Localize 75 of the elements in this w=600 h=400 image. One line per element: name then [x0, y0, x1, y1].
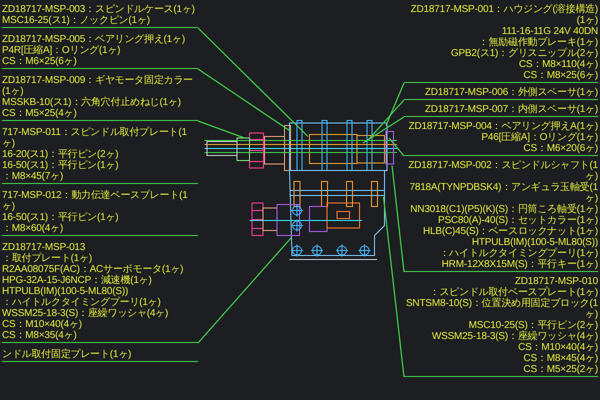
part-spec-text: CS：M6×25(6ヶ) [2, 56, 78, 67]
part-spec-text: ZD18717-MSP-003：スピンドルケース(1ヶ) [2, 4, 196, 15]
part-spec-text: ンドル取付固定プレート(1ヶ) [2, 349, 132, 360]
part-spec-text: 7818A(TYNPDBSK4)：アンギュラ玉軸受(1ヶ) [408, 182, 598, 204]
leader-line [382, 196, 405, 378]
part-spec-text: PSC80(A)-40(S)：セットカラー(1ヶ) [436, 215, 598, 226]
part-spec-text: CS：M5×25(2ヶ) [522, 364, 598, 375]
callout-block [2, 190, 198, 236]
part-spec-text: HPG-32A-15-J6NCP：減速機(1ヶ) [2, 275, 153, 286]
callout-block [404, 87, 598, 100]
leader-line [388, 138, 404, 156]
part-spec-text: CS：M8×35(4ヶ) [2, 330, 78, 341]
callout-block [404, 160, 598, 272]
part-spec-text: ZD18717-MSP-005：ベアリング押え(1ヶ) [2, 34, 186, 45]
part-spec-text: MSC10-25(S)：平行ピン(2ヶ) [468, 320, 598, 331]
part-spec-text: P4R[圧縮A]：Oリング(1ヶ) [2, 45, 122, 56]
part-spec-text: ZD18717-MSP-002：スピンドルシャフト(1ヶ) [407, 160, 598, 182]
part-spec-text: HTPULB(IM)(100-5-ML80(S)) [470, 237, 598, 248]
callout-block [404, 121, 598, 156]
part-spec-text: ZD18717-MSP-013 [2, 242, 86, 253]
part-spec-text: MSSKB-10(ス1)：六角穴付止めねじ(1ヶ) [2, 97, 182, 108]
callout-block [404, 104, 598, 117]
part-spec-text: WSSM25-18-3(S)：座繰ワッシャ(4ヶ) [430, 331, 598, 342]
part-spec-text: 16-50(ス1)：平行ピン(1ヶ) [2, 212, 120, 223]
part-spec-text: 111-16-11G 24V 40DN [500, 26, 598, 37]
part-spec-text: CS：M10×40(4ヶ) [517, 342, 598, 353]
part-spec-text: WSSM25-18-3(S)：座繰ワッシャ(4ヶ) [2, 308, 170, 319]
part-spec-text: ：ハイトルクタイミングプーリ(1ヶ) [438, 248, 598, 259]
leader-line [198, 238, 292, 344]
part-spec-text: HLB(C)45(S)：ベースロックナット(1ヶ) [422, 226, 598, 237]
part-spec-text: R2AA08075F(AC)：ACサーボモータ(1ヶ) [2, 264, 184, 275]
part-spec-text: ：M8×60(4ヶ) [2, 223, 64, 234]
part-spec-text: MSC16-25(ス1)：ノックピン(1ヶ) [2, 15, 151, 26]
part-spec-text: CS：M8×110(4ヶ) [518, 59, 598, 70]
part-spec-text: 717-MSP-012：動力伝達ベースプレート(1ヶ) [2, 190, 189, 212]
part-spec-text: 16-50(ス1)：平行ピン(1ヶ) [2, 160, 120, 171]
part-spec-text: 717-MSP-011：スピンドル取付プレート(1ヶ) [2, 127, 188, 149]
part-spec-text: ZD18717-MSP-007：内側スペーサ(1ヶ) [424, 104, 598, 115]
part-spec-text: GPB2(ス1)：グリスニップル(2ヶ) [450, 48, 598, 59]
part-spec-text: CS：M10×40(4ヶ) [2, 319, 83, 330]
callout-block [2, 34, 198, 69]
callout-block [2, 4, 198, 28]
part-spec-text: ：無励磁作動ブレーキ(1ヶ) [478, 37, 598, 48]
callout-block [2, 349, 198, 362]
part-spec-text: ：取付プレート(1ヶ) [2, 253, 94, 264]
part-spec-text: ：スピンドル取付ベースプレート(1ヶ) [428, 287, 598, 298]
part-spec-text: CS：M8×45(4ヶ) [522, 353, 598, 364]
part-spec-text: NN3018(C1)(P5)(K)(S)：円筒ころ軸受(1ヶ) [409, 204, 598, 215]
callout-block [404, 4, 598, 83]
part-spec-text: CS：M5×25(4ヶ) [2, 108, 78, 119]
leader-line [385, 82, 405, 126]
leader-line [362, 116, 404, 144]
callout-block [2, 242, 198, 343]
callout-block [2, 75, 198, 121]
leader-line [391, 165, 405, 272]
leader-line [198, 120, 245, 139]
leader-line [198, 28, 308, 137]
part-spec-text: ZD18717-MSP-010 [514, 276, 598, 287]
part-spec-text: ZD18717-MSP-001：ハウジング(溶接構造)(1ヶ) [410, 4, 598, 26]
callout-block [2, 127, 198, 184]
part-spec-text: SNTSM8-10(S)：位置決め用固定ブロック(1ヶ) [404, 298, 598, 320]
part-spec-text: CS：M8×25(6ヶ) [522, 70, 598, 81]
part-spec-text: P46[圧縮A]：Oリング(1ヶ) [480, 132, 598, 143]
part-spec-text: ZD18717-MSP-006：外側スペーサ(1ヶ) [424, 87, 598, 98]
leader-line [198, 68, 292, 132]
part-spec-text: ZD18717-MSP-004：ベアリング押えA(1ヶ) [408, 121, 598, 132]
part-spec-text: ZD18717-MSP-009：ギヤモータ固定カラー(1ヶ) [2, 75, 194, 97]
part-spec-text: 16-20(ス1)：平行ピン(2ヶ) [2, 149, 120, 160]
leader-line [368, 100, 404, 140]
part-spec-text: CS：M6×20(6ヶ) [522, 143, 598, 154]
part-spec-text: HTPULB(IM)(100-5-ML80(S)) [2, 286, 130, 297]
callout-block [404, 276, 598, 377]
part-spec-text: ：M8×45(7ヶ) [2, 171, 64, 182]
part-spec-text: ：ハイトルクタイミングプーリ(1ヶ) [2, 297, 162, 308]
part-spec-text: HRM-12X8X15M(S)：平行キー(1ヶ) [440, 259, 598, 270]
